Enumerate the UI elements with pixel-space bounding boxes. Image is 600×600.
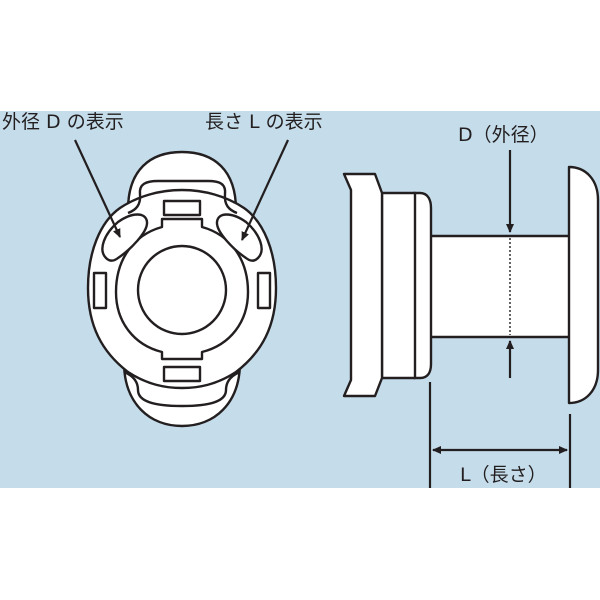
shaft <box>426 234 575 339</box>
slot-left <box>92 271 108 310</box>
slot-right <box>256 271 272 310</box>
length-mark-recess <box>215 213 263 262</box>
left-flange <box>342 172 384 398</box>
side-view <box>342 165 600 405</box>
diameter-mark-label: 外径 D の表示 <box>2 111 124 133</box>
bottom-ledge <box>123 370 241 408</box>
right-head <box>567 165 600 405</box>
flange-block <box>380 191 417 380</box>
length-mark-label: 長さ L の表示 <box>205 111 323 133</box>
front-view <box>86 150 278 428</box>
length-label: L（長さ） <box>460 464 547 486</box>
length-leader-arrow <box>241 139 289 241</box>
diameter-mark-recess <box>101 213 149 262</box>
top-ledge <box>127 179 238 215</box>
slot-bottom <box>162 365 202 383</box>
diameter-leader-arrow <box>74 139 121 238</box>
flange-cap <box>412 191 433 380</box>
diameter-label: D（外径） <box>458 124 549 146</box>
slot-top <box>162 199 202 217</box>
center-hole <box>136 244 228 336</box>
